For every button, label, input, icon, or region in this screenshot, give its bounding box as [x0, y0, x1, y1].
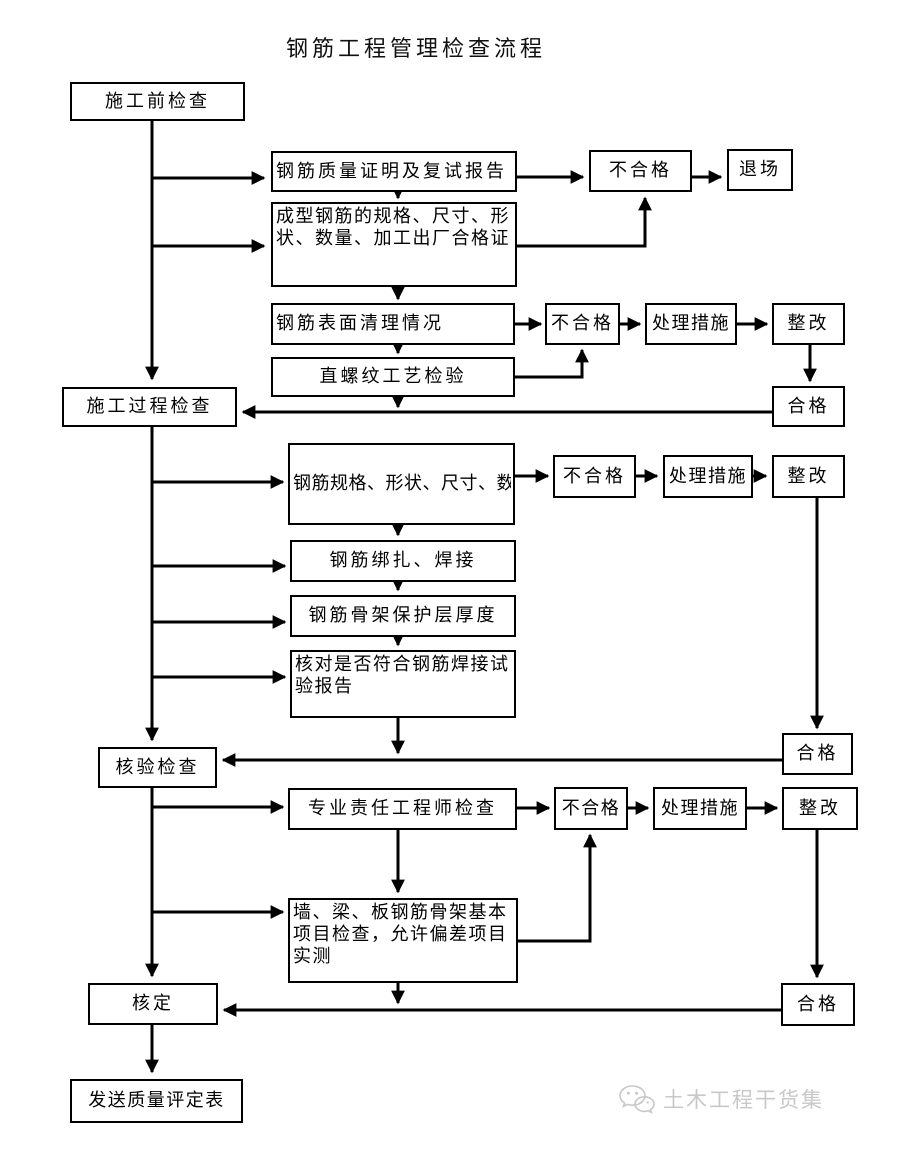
- node-pre-construction-check: 施工前检查: [70, 82, 245, 121]
- node-label: 退场: [739, 159, 781, 180]
- node-approval: 核定: [88, 983, 218, 1025]
- node-label: 钢筋骨架保护层厚度: [308, 605, 498, 626]
- node-label: 成型钢筋的规格、尺寸、形状、数量、加工出厂合格证: [276, 206, 510, 248]
- node-label: 整改: [787, 465, 830, 486]
- node-verification-check: 核验检查: [98, 747, 217, 788]
- node-label: 核定: [132, 993, 174, 1014]
- node-label: 钢筋表面清理情况: [276, 313, 444, 334]
- node-label: 处理措施: [669, 465, 747, 486]
- node-surface-cleaning: 钢筋表面清理情况: [271, 303, 515, 345]
- node-label: 不合格: [563, 465, 626, 486]
- node-label: 整改: [799, 797, 841, 818]
- node-unqualified-2: 不合格: [545, 303, 620, 345]
- node-label: 钢筋绑扎、焊接: [329, 550, 477, 571]
- node-label: 墙、梁、板钢筋骨架基本项目检查，允许偏差项目实测: [293, 902, 508, 966]
- node-label: 发送质量评定表: [88, 1090, 225, 1111]
- node-qualified-3: 合格: [781, 983, 855, 1026]
- node-treatment-measures-4: 处理措施: [653, 787, 747, 830]
- node-rebar-spec-shape-size: 钢筋规格、形状、尺寸、数: [288, 443, 515, 525]
- node-label: 合格: [797, 993, 839, 1014]
- node-label: 处理措施: [652, 313, 730, 334]
- node-label: 直螺纹工艺检验: [319, 366, 467, 387]
- node-label: 核验检查: [115, 756, 200, 777]
- node-label: 不合格: [561, 797, 621, 818]
- node-label: 不合格: [551, 313, 614, 334]
- node-qualified-2: 合格: [782, 733, 853, 775]
- node-rectification-4: 整改: [782, 787, 858, 830]
- node-unqualified-1: 不合格: [589, 150, 692, 192]
- node-verify-weld-report: 核对是否符合钢筋焊接试验报告: [290, 650, 516, 718]
- node-label: 核对是否符合钢筋焊接试验报告: [295, 654, 510, 696]
- wechat-icon: [619, 1085, 655, 1114]
- node-rebar-binding-welding: 钢筋绑扎、焊接: [290, 540, 516, 582]
- node-construction-process-check: 施工过程检查: [62, 387, 237, 427]
- node-engineer-check: 专业责任工程师检查: [288, 788, 517, 830]
- node-treatment-measures-2: 处理措施: [645, 303, 737, 345]
- node-wall-beam-slab-check: 墙、梁、板钢筋骨架基本项目检查，允许偏差项目实测: [288, 898, 518, 983]
- node-label: 合格: [796, 743, 839, 764]
- node-rebar-quality-cert-report: 钢筋质量证明及复试报告: [271, 151, 517, 192]
- watermark-text: 土木工程干货集: [663, 1089, 824, 1112]
- node-label: 钢筋规格、形状、尺寸、数: [293, 473, 511, 494]
- node-qualified-1: 合格: [772, 386, 845, 427]
- node-label: 专业责任工程师检查: [308, 798, 497, 819]
- node-label: 处理措施: [661, 797, 739, 818]
- node-cover-thickness: 钢筋骨架保护层厚度: [290, 595, 516, 637]
- node-exit-site: 退场: [727, 149, 793, 191]
- node-send-quality-form: 发送质量评定表: [70, 1079, 243, 1123]
- node-straight-thread-test: 直螺纹工艺检验: [271, 357, 515, 397]
- node-treatment-measures-3: 处理措施: [663, 455, 753, 498]
- node-rectification-2: 整改: [772, 303, 845, 345]
- node-label: 钢筋质量证明及复试报告: [276, 160, 507, 181]
- node-label: 施工前检查: [105, 90, 210, 111]
- watermark: 土木工程干货集: [618, 1084, 824, 1114]
- node-label: 合格: [787, 395, 830, 416]
- node-unqualified-3: 不合格: [553, 455, 636, 498]
- node-label: 整改: [787, 313, 830, 334]
- node-label: 不合格: [609, 160, 672, 181]
- node-label: 施工过程检查: [86, 396, 213, 417]
- diagram-title: 钢筋工程管理检查流程: [285, 36, 546, 61]
- node-formed-rebar-specs: 成型钢筋的规格、尺寸、形状、数量、加工出厂合格证: [271, 202, 517, 287]
- node-unqualified-4: 不合格: [554, 787, 628, 830]
- node-rectification-3: 整改: [772, 455, 845, 498]
